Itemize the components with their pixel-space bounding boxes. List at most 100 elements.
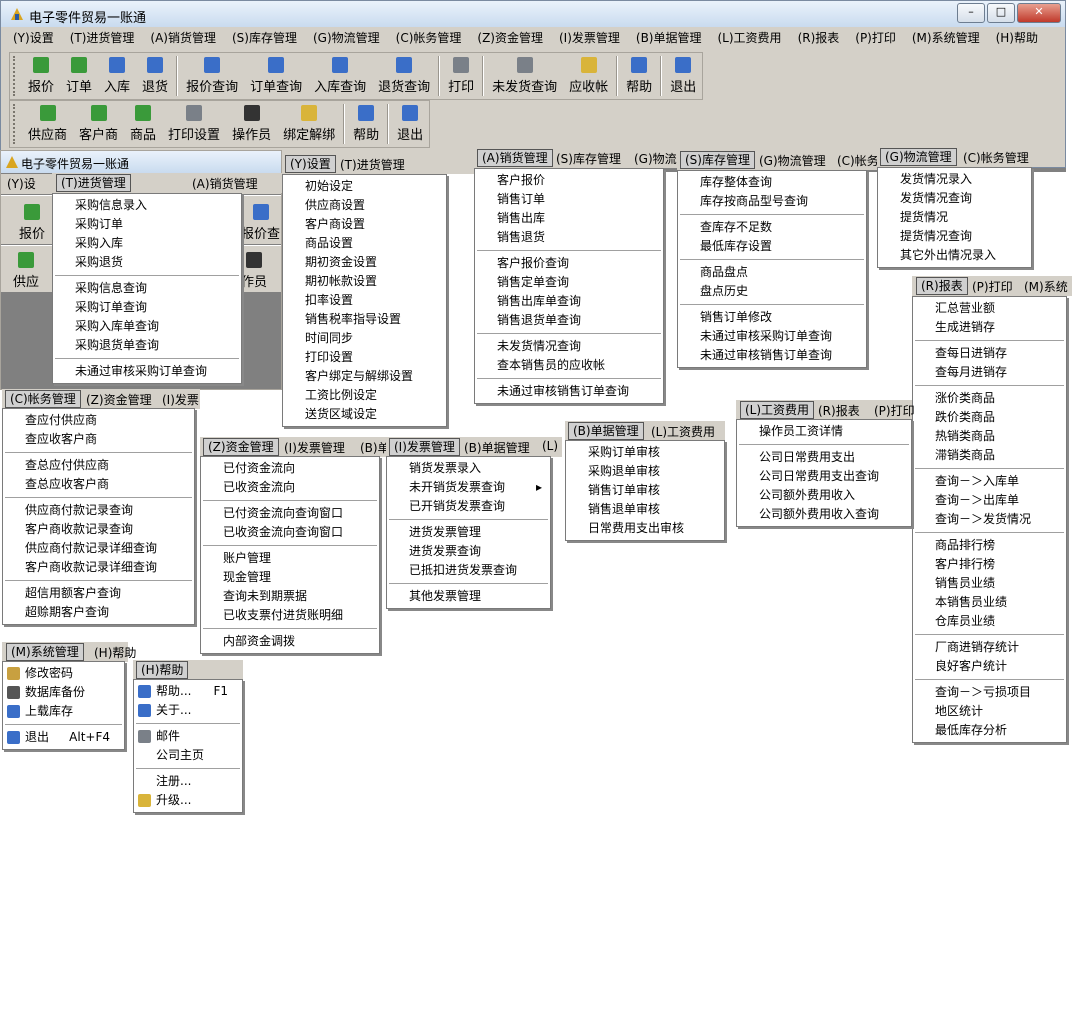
toolbar-button-2[interactable]: 入库	[98, 53, 136, 99]
clip-toolbar-quote[interactable]: 报价	[19, 227, 46, 242]
stock-strip-label-1[interactable]: (C)帐务	[837, 154, 879, 168]
funds-item-6[interactable]: 账户管理	[201, 549, 379, 568]
close-button[interactable]: ✕	[1017, 3, 1061, 23]
menu-3[interactable]: (S)库存管理	[231, 31, 297, 45]
sales-item-13[interactable]: 未通过审核销售订单查询	[475, 382, 663, 401]
wages-item-4[interactable]: 公司额外费用收入	[737, 486, 911, 505]
purchase-item-3[interactable]: 采购退货	[53, 253, 241, 272]
logistics-strip-label-0[interactable]: (C)帐务管理	[963, 151, 1029, 165]
sales-strip-label-1[interactable]: (G)物流	[634, 152, 677, 166]
invoice-menu-header[interactable]: (I)发票管理	[389, 438, 460, 456]
toolbar2-button-0[interactable]: 供应商	[22, 101, 73, 147]
accounts-item-6[interactable]: 供应商付款记录查询	[3, 501, 194, 520]
menu-5[interactable]: (C)帐务管理	[395, 31, 462, 45]
reports-item-3[interactable]: 查每日进销存	[913, 344, 1066, 363]
logistics-item-2[interactable]: 提货情况	[878, 208, 1031, 227]
purchase-item-10[interactable]: 未通过审核采购订单查询	[53, 362, 241, 381]
purchase-item-7[interactable]: 采购入库单查询	[53, 317, 241, 336]
stock-item-0[interactable]: 库存整体查询	[678, 173, 866, 192]
toolbar2-button-1[interactable]: 客户商	[73, 101, 124, 147]
accounts-item-7[interactable]: 客户商收款记录查询	[3, 520, 194, 539]
toolbar2-button-2[interactable]: 商品	[124, 101, 162, 147]
stock-menu-header[interactable]: (S)库存管理	[680, 151, 755, 169]
settings-item-10[interactable]: 客户绑定与解绑设置	[283, 367, 446, 386]
toolbar-button-8[interactable]: 打印	[442, 53, 480, 99]
purchase-item-1[interactable]: 采购订单	[53, 215, 241, 234]
settings-item-7[interactable]: 销售税率指导设置	[283, 310, 446, 329]
stock-strip-label-0[interactable]: (G)物流管理	[759, 154, 826, 168]
sales-item-0[interactable]: 客户报价	[475, 171, 663, 190]
help-item-3[interactable]: 邮件	[134, 727, 242, 746]
minimize-button[interactable]: –	[957, 3, 985, 23]
reports-item-8[interactable]: 热销类商品	[913, 427, 1066, 446]
reports-strip-label-0[interactable]: (P)打印	[972, 280, 1013, 294]
system-strip-label-0[interactable]: (H)帮助	[94, 646, 137, 660]
wages-strip-label-1[interactable]: (P)打印	[874, 404, 915, 418]
documents-item-4[interactable]: 日常费用支出审核	[566, 519, 724, 538]
toolbar-button-3[interactable]: 退货	[136, 53, 174, 99]
toolbar-button-7[interactable]: 退货查询	[372, 53, 436, 99]
funds-item-8[interactable]: 查询未到期票据	[201, 587, 379, 606]
logistics-item-4[interactable]: 其它外出情况录入	[878, 246, 1031, 265]
documents-strip-label-0[interactable]: (L)工资费用	[651, 425, 716, 439]
toolbar2-button-4[interactable]: 操作员	[226, 101, 277, 147]
sales-item-1[interactable]: 销售订单	[475, 190, 663, 209]
purchase-item-6[interactable]: 采购订单查询	[53, 298, 241, 317]
invoice-item-1[interactable]: 未开销货发票查询▸	[387, 478, 550, 497]
accounts-item-4[interactable]: 查总应收客户商	[3, 475, 194, 494]
stock-item-9[interactable]: 销售订单修改	[678, 308, 866, 327]
help-item-4[interactable]: 公司主页	[134, 746, 242, 765]
settings-item-3[interactable]: 商品设置	[283, 234, 446, 253]
documents-item-0[interactable]: 采购订单审核	[566, 443, 724, 462]
invoice-item-6[interactable]: 已抵扣进货发票查询	[387, 561, 550, 580]
help-item-1[interactable]: 关于...	[134, 701, 242, 720]
logistics-item-0[interactable]: 发货情况录入	[878, 170, 1031, 189]
system-item-2[interactable]: 上载库存	[3, 702, 124, 721]
invoice-item-0[interactable]: 销货发票录入	[387, 459, 550, 478]
menu-4[interactable]: (G)物流管理	[312, 31, 380, 45]
settings-strip-label-0[interactable]: (T)进货管理	[340, 158, 405, 172]
wages-menu-header[interactable]: (L)工资费用	[740, 401, 815, 419]
settings-item-1[interactable]: 供应商设置	[283, 196, 446, 215]
clip-toolbar-quote-query[interactable]: 报价查	[241, 227, 281, 242]
reports-item-25[interactable]: 地区统计	[913, 702, 1066, 721]
stock-item-1[interactable]: 库存按商品型号查询	[678, 192, 866, 211]
documents-menu-header[interactable]: (B)单据管理	[568, 422, 644, 440]
purchase-strip-label-0[interactable]: (A)销货管理	[192, 177, 258, 191]
settings-item-11[interactable]: 工资比例设定	[283, 386, 446, 405]
toolbar-button-9[interactable]: 未发货查询	[486, 53, 563, 99]
reports-menu-header[interactable]: (R)报表	[916, 277, 968, 295]
settings-item-5[interactable]: 期初帐款设置	[283, 272, 446, 291]
toolbar2-button-7[interactable]: 退出	[391, 101, 429, 147]
wages-item-3[interactable]: 公司日常费用支出查询	[737, 467, 911, 486]
menu-2[interactable]: (A)销货管理	[150, 31, 216, 45]
menu-11[interactable]: (P)打印	[855, 31, 896, 45]
reports-item-13[interactable]: 查询－＞发货情况	[913, 510, 1066, 529]
help-item-7[interactable]: 升级...	[134, 791, 242, 810]
reports-item-17[interactable]: 销售员业绩	[913, 574, 1066, 593]
wages-strip-label-0[interactable]: (R)报表	[818, 404, 860, 418]
sales-strip-label-0[interactable]: (S)库存管理	[556, 152, 621, 166]
menu-0[interactable]: (Y)设置	[13, 31, 54, 45]
invoice-item-2[interactable]: 已开销货发票查询	[387, 497, 550, 516]
reports-item-18[interactable]: 本销售员业绩	[913, 593, 1066, 612]
toolbar-button-5[interactable]: 订单查询	[244, 53, 308, 99]
funds-item-3[interactable]: 已付资金流向查询窗口	[201, 504, 379, 523]
reports-item-9[interactable]: 滞销类商品	[913, 446, 1066, 465]
menu-7[interactable]: (I)发票管理	[558, 31, 620, 45]
reports-item-11[interactable]: 查询－＞入库单	[913, 472, 1066, 491]
funds-item-0[interactable]: 已付资金流向	[201, 459, 379, 478]
purchase-item-2[interactable]: 采购入库	[53, 234, 241, 253]
funds-strip-label-1[interactable]: (B)单	[360, 441, 390, 455]
accounts-strip-label-1[interactable]: (I)发票	[162, 393, 199, 407]
reports-item-16[interactable]: 客户排行榜	[913, 555, 1066, 574]
wages-item-5[interactable]: 公司额外费用收入查询	[737, 505, 911, 524]
reports-item-22[interactable]: 良好客户统计	[913, 657, 1066, 676]
sales-item-7[interactable]: 销售出库单查询	[475, 292, 663, 311]
toolbar2-button-6[interactable]: 帮助	[347, 101, 385, 147]
clip-toolbar-supplier[interactable]: 供应	[13, 275, 40, 290]
settings-menu-header[interactable]: (Y)设置	[285, 155, 336, 173]
sales-item-3[interactable]: 销售退货	[475, 228, 663, 247]
reports-item-19[interactable]: 仓库员业绩	[913, 612, 1066, 631]
help-item-0[interactable]: 帮助...F1	[134, 682, 242, 701]
